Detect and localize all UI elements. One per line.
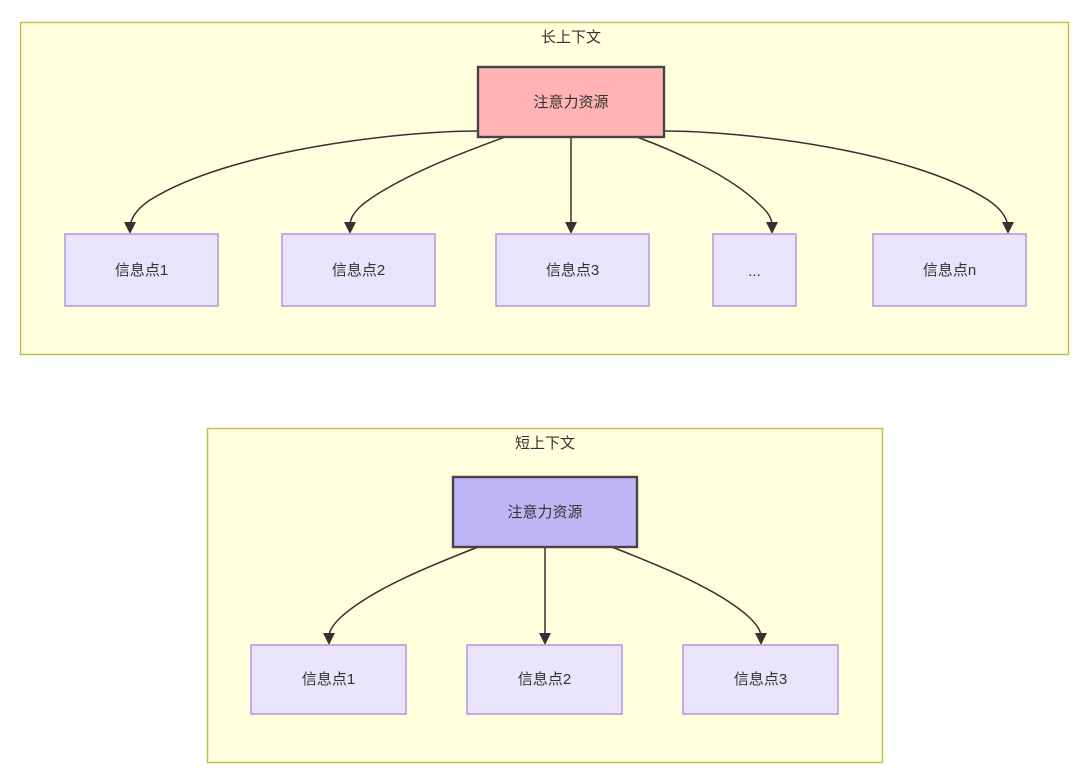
node-leaf-3[interactable]: 信息点3 xyxy=(682,644,839,715)
arrowhead-leaf-1-icon xyxy=(124,222,136,234)
arrowhead-leaf-3-icon xyxy=(755,633,767,645)
node-root-label: 注意力资源 xyxy=(533,93,608,111)
cluster-title-short-context: 短上下文 xyxy=(515,435,575,452)
node-leaf-label: ... xyxy=(748,263,761,280)
node-leaf-1[interactable]: 信息点1 xyxy=(64,233,219,307)
edge-root-to-leaf-1 xyxy=(129,130,479,227)
node-root-rect-pink[interactable] xyxy=(476,65,666,139)
node-leaf-2[interactable]: 信息点2 xyxy=(281,233,436,307)
edge-root-to-leaf-5 xyxy=(663,130,1009,227)
arrowhead-leaf-3-icon xyxy=(565,222,577,234)
edges-short-context xyxy=(323,546,767,645)
node-leaf-rect[interactable] xyxy=(64,233,219,307)
cluster-title-long-context: 长上下文 xyxy=(541,29,601,46)
node-leaf-label: 信息点2 xyxy=(518,671,571,688)
node-leaf-2[interactable]: 信息点2 xyxy=(466,644,623,715)
node-root-long-context[interactable]: 注意力资源 xyxy=(476,65,666,139)
edge-root-to-leaf-2 xyxy=(349,136,506,227)
arrowhead-leaf-2-icon xyxy=(539,633,551,645)
arrowhead-leaf-1-icon xyxy=(323,633,335,645)
edge-root-to-leaf-4 xyxy=(636,136,773,227)
node-leaf-label: 信息点2 xyxy=(332,262,385,279)
node-root-label: 注意力资源 xyxy=(507,503,582,521)
node-leaf-label: 信息点n xyxy=(923,262,976,279)
node-leaf-n[interactable]: 信息点n xyxy=(872,233,1027,307)
node-leaf-ellipsis[interactable]: ... xyxy=(712,233,797,307)
edges-long-context xyxy=(124,130,1014,234)
node-leaf-rect[interactable] xyxy=(281,233,436,307)
node-leaf-label: 信息点3 xyxy=(734,671,787,688)
node-root-rect-blue[interactable] xyxy=(451,475,639,549)
node-leaf-label: 信息点1 xyxy=(115,262,168,279)
node-leaf-rect[interactable] xyxy=(682,644,839,715)
edge-root-to-leaf-3 xyxy=(611,546,762,638)
node-leaf-rect[interactable] xyxy=(250,644,407,715)
node-leaf-label: 信息点3 xyxy=(546,262,599,279)
edge-root-to-leaf-1 xyxy=(328,546,479,638)
arrowhead-leaf-4-icon xyxy=(766,222,778,234)
diagram-long-context: 长上下文 注意力资源 信息点1 xyxy=(19,21,1070,356)
node-leaf-1[interactable]: 信息点1 xyxy=(250,644,407,715)
node-leaf-rect[interactable] xyxy=(712,233,797,307)
node-leaf-3[interactable]: 信息点3 xyxy=(495,233,650,307)
node-leaf-label: 信息点1 xyxy=(302,671,355,688)
node-leaf-rect[interactable] xyxy=(466,644,623,715)
diagram-short-context: 短上下文 注意力资源 信息点1 信息点2 xyxy=(206,427,884,764)
node-leaf-rect[interactable] xyxy=(872,233,1027,307)
arrowhead-leaf-2-icon xyxy=(344,222,356,234)
node-leaf-rect[interactable] xyxy=(495,233,650,307)
node-root-short-context[interactable]: 注意力资源 xyxy=(451,475,639,549)
arrowhead-leaf-5-icon xyxy=(1002,222,1014,234)
